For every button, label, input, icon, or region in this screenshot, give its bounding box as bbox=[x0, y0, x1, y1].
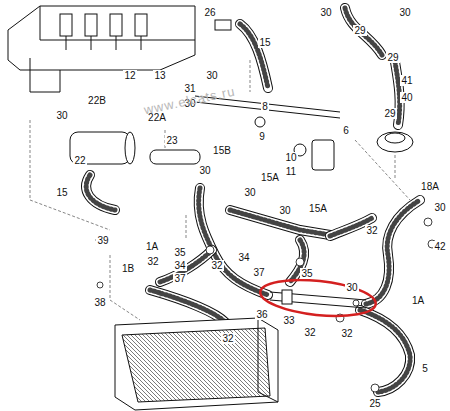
callout-number: 33 bbox=[282, 315, 295, 326]
callout-number: 30 bbox=[55, 110, 68, 121]
callout-number: 22B bbox=[87, 95, 107, 106]
callout-number: 22 bbox=[73, 155, 86, 166]
callout-number: 32 bbox=[221, 333, 234, 344]
callout-number: 1B bbox=[121, 263, 135, 274]
callout-number: 10 bbox=[284, 152, 297, 163]
components bbox=[70, 20, 413, 170]
callout-number: 30 bbox=[198, 165, 211, 176]
callout-number: 41 bbox=[400, 75, 413, 86]
callout-number: 30 bbox=[319, 7, 332, 18]
callout-number: 30 bbox=[345, 282, 358, 293]
callout-number: 36 bbox=[255, 309, 268, 320]
radiator bbox=[115, 318, 278, 410]
callout-number: 30 bbox=[398, 7, 411, 18]
pipes bbox=[195, 96, 366, 308]
callout-number: 32 bbox=[210, 260, 223, 271]
callout-number: 25 bbox=[368, 398, 381, 409]
callout-number: 34 bbox=[173, 260, 186, 271]
callout-number: 11 bbox=[285, 166, 297, 177]
callout-number: 15A bbox=[260, 172, 280, 183]
callout-number: 13 bbox=[153, 70, 166, 81]
callout-number: 12 bbox=[123, 70, 136, 81]
callout-number: 26 bbox=[203, 7, 216, 18]
callout-number: 42 bbox=[433, 241, 446, 252]
callout-number: 32 bbox=[146, 256, 159, 267]
callout-number: 5 bbox=[421, 363, 429, 374]
callout-number: 32 bbox=[365, 225, 378, 236]
callout-number: 37 bbox=[252, 267, 265, 278]
callout-number: 32 bbox=[303, 327, 316, 338]
callout-number: 15B bbox=[212, 145, 232, 156]
callout-number: 37 bbox=[173, 273, 186, 284]
callout-number: 30 bbox=[243, 187, 256, 198]
callout-number: 15 bbox=[258, 37, 271, 48]
engine-block bbox=[8, 6, 195, 92]
leader-lines bbox=[30, 60, 410, 320]
callout-number: 29 bbox=[353, 25, 366, 36]
highlight-ellipse bbox=[259, 275, 378, 321]
callout-number: 8 bbox=[261, 101, 269, 112]
callout-number: 6 bbox=[342, 125, 350, 136]
callout-number: 23 bbox=[165, 135, 178, 146]
callout-number: 30 bbox=[433, 202, 446, 213]
callout-number: 29 bbox=[386, 52, 399, 63]
callout-number: 32 bbox=[340, 328, 353, 339]
callout-number: 1A bbox=[411, 295, 425, 306]
callout-number: 29 bbox=[383, 108, 396, 119]
callout-number: 15A bbox=[308, 203, 328, 214]
clamps bbox=[96, 218, 436, 392]
callout-number: 30 bbox=[205, 70, 218, 81]
callout-number: 34 bbox=[237, 252, 250, 263]
callout-number: 30 bbox=[278, 205, 291, 216]
callout-number: 1A bbox=[145, 241, 159, 252]
callout-number: 9 bbox=[258, 131, 266, 142]
callout-number: 35 bbox=[300, 268, 313, 279]
callout-number: 40 bbox=[400, 92, 413, 103]
callout-number: 35 bbox=[173, 247, 186, 258]
callout-number: 39 bbox=[96, 235, 109, 246]
callout-number: 18A bbox=[420, 181, 440, 192]
callout-number: 15 bbox=[55, 187, 68, 198]
callout-number: 38 bbox=[93, 297, 106, 308]
